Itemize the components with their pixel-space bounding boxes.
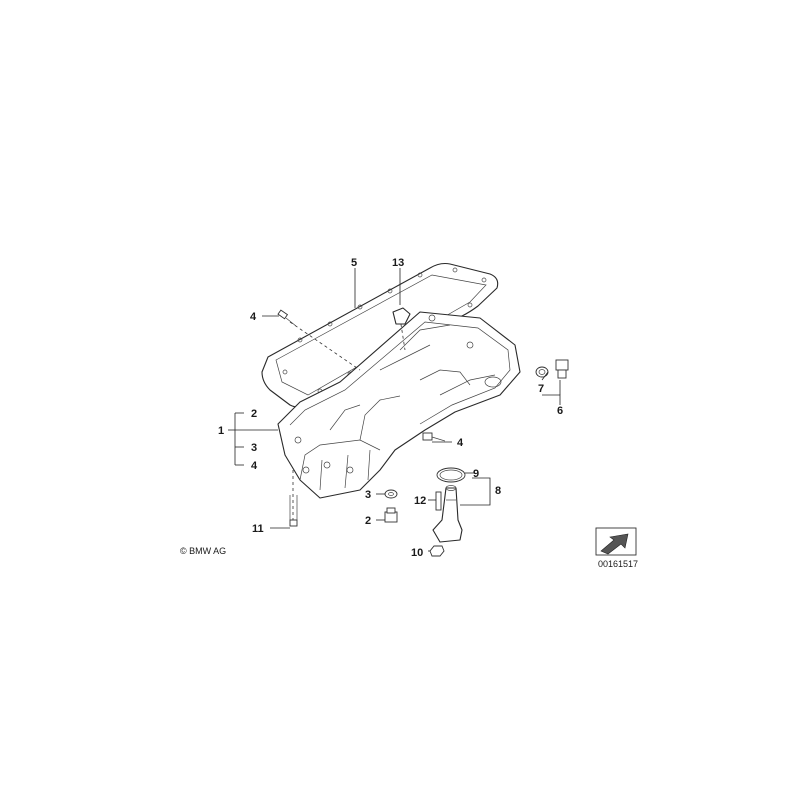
label-11: 11 — [252, 523, 264, 535]
image-number: 00161517 — [598, 559, 638, 569]
leader-lines — [228, 268, 561, 552]
label-13: 13 — [392, 257, 404, 269]
sleeve — [435, 491, 442, 511]
bolt-right — [422, 432, 446, 442]
oil-pan — [277, 311, 521, 499]
label-9: 9 — [473, 468, 479, 480]
washer — [384, 489, 398, 499]
label-8: 8 — [495, 485, 501, 497]
label-2-top: 2 — [251, 408, 257, 420]
clip — [392, 307, 411, 325]
o-ring — [436, 467, 466, 483]
screw-plug — [384, 507, 398, 523]
label-4-left: 4 — [251, 460, 258, 472]
label-10: 10 — [411, 547, 423, 559]
label-6: 6 — [557, 405, 563, 417]
label-3-bottom: 3 — [365, 489, 371, 501]
bolt-top — [277, 309, 297, 327]
oil-pan-gasket — [261, 262, 499, 408]
long-bolt — [289, 495, 298, 527]
copyright-text: © BMW AG — [180, 546, 226, 556]
seal-ring — [535, 366, 549, 378]
label-4-right: 4 — [457, 437, 464, 449]
direction-arrow-icon — [595, 527, 637, 556]
label-12: 12 — [414, 495, 426, 507]
label-7: 7 — [538, 383, 544, 395]
suction-pipe — [432, 485, 463, 543]
label-4-top: 4 — [250, 311, 257, 323]
label-1: 1 — [218, 425, 224, 437]
nut — [429, 545, 445, 557]
label-3-top: 3 — [251, 442, 257, 454]
assembly-lines — [289, 317, 406, 520]
drain-plug — [555, 359, 569, 379]
label-5: 5 — [351, 257, 357, 269]
label-2-bottom: 2 — [365, 515, 371, 527]
